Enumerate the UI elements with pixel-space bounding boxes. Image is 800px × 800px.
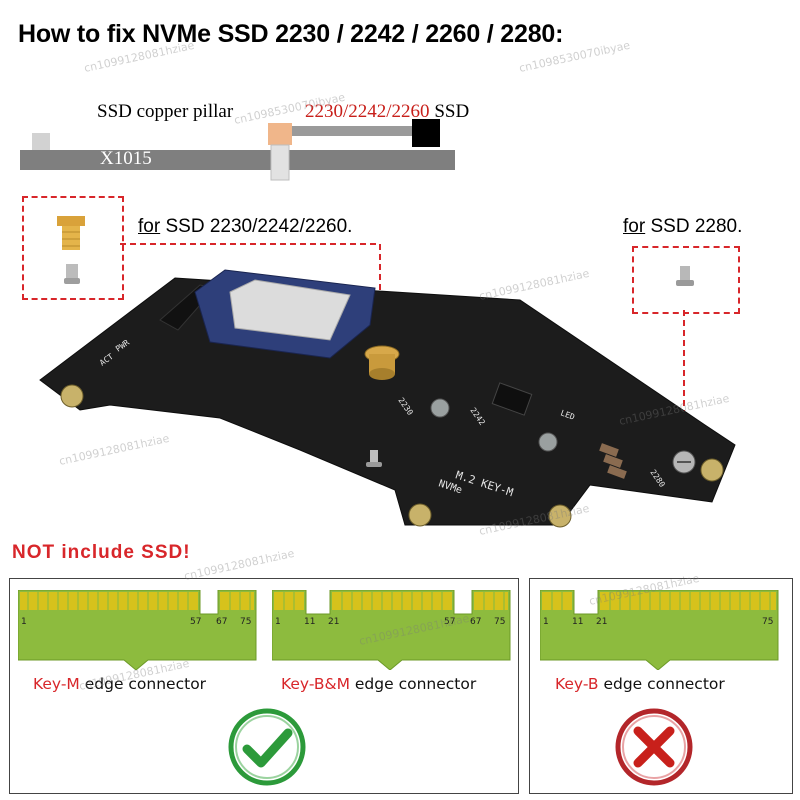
cross-icon <box>615 708 693 786</box>
pillar-callout-box <box>22 196 124 300</box>
pin-label: 75 <box>762 617 773 627</box>
callout-left-text: for SSD 2230/2242/2260. <box>138 216 352 238</box>
pin-label: 57 <box>444 617 455 627</box>
ssd-size-label: 2230/2242/2260 SSD <box>305 101 469 123</box>
pillar-label: SSD copper pillar <box>97 101 234 122</box>
pin-label: 75 <box>494 617 505 627</box>
pin-label: 1 <box>275 617 281 627</box>
watermark: cn1099128081hziae <box>478 502 591 538</box>
page-title: How to fix NVMe SSD 2230 / 2242 / 2260 /… <box>18 20 564 48</box>
controller-chip <box>491 382 533 416</box>
watermark: cn1099128081hziae <box>78 657 191 693</box>
ssd-label <box>229 279 351 341</box>
watermark: cn1099128081hziae <box>358 612 471 648</box>
loose-screw <box>370 450 378 464</box>
ssd-sizes: 2230/2242/2260 <box>305 101 430 122</box>
led-light <box>430 398 450 418</box>
pin-label: 21 <box>328 617 339 627</box>
pin-label: 1 <box>21 617 27 627</box>
pin-label: 11 <box>572 617 583 627</box>
key-bm-connector: 1 11 21 57 67 75 <box>272 590 511 670</box>
watermark: cn1098530070ibyae <box>518 39 632 75</box>
mount-hole-1 <box>60 384 84 408</box>
pin-label: 1 <box>543 617 549 627</box>
board-label: X1015 <box>100 148 152 169</box>
callout-right-size: SSD 2280. <box>650 216 743 237</box>
side-view-diagram <box>20 119 455 181</box>
screw-callout-box <box>632 246 740 314</box>
mount-hole-2 <box>700 458 724 482</box>
board-illustration: M.2 KEY-M NVMe 2230 2242 2280 PWR ACT LE… <box>39 243 736 528</box>
key-b-caption: Key-B edge connector <box>555 675 725 693</box>
pin-label: 57 <box>190 617 201 627</box>
copper-pillar-icon <box>57 216 85 284</box>
watermark: cn1099128081hziae <box>183 547 296 583</box>
ssd-end-block <box>412 119 440 147</box>
mount-hole-3 <box>408 503 432 527</box>
pin-label: 67 <box>216 617 227 627</box>
checkmark-icon <box>228 708 306 786</box>
pin-label: 67 <box>470 617 481 627</box>
callout-left-sizes: SSD 2230/2242/2260. <box>165 216 353 237</box>
x1015-board <box>20 150 455 170</box>
mount-hole-4 <box>548 504 572 528</box>
pin-label: 75 <box>240 617 251 627</box>
key-b-connector: 1 11 21 75 <box>540 590 779 670</box>
callout-left-prefix: for <box>138 216 161 237</box>
callout-right-prefix: for <box>623 216 646 237</box>
key-b-rest: edge connector <box>598 675 725 693</box>
ssd-suffix: SSD <box>434 101 470 122</box>
ssd-body <box>292 126 412 136</box>
key-b-label: Key-B <box>555 675 599 693</box>
watermark: cn1099128081hziae <box>83 39 196 75</box>
key-m-caption: Key-M edge connector <box>33 675 206 693</box>
not-include-notice: NOT include SSD! <box>12 542 191 563</box>
key-m-connector: 1 57 67 75 <box>18 590 257 670</box>
screw-icon <box>676 266 694 286</box>
pin-label: 11 <box>304 617 315 627</box>
screw-icon <box>64 264 80 284</box>
pin-label: 21 <box>596 617 607 627</box>
callout-right-text: for SSD 2280. <box>623 216 742 238</box>
key-bm-caption: Key-B&M edge connector <box>281 675 476 693</box>
key-m-rest: edge connector <box>79 675 207 693</box>
pillar-screw <box>270 144 290 181</box>
key-bm-rest: edge connector <box>349 675 477 693</box>
copper-pillar <box>268 123 292 145</box>
board-standoff <box>32 133 50 150</box>
key-bm-label: Key-B&M <box>281 675 350 693</box>
watermark: cn1099128081hziae <box>588 572 701 608</box>
watermark: cn1098530070ibyae <box>233 91 347 127</box>
key-m-label: Key-M <box>33 675 80 693</box>
